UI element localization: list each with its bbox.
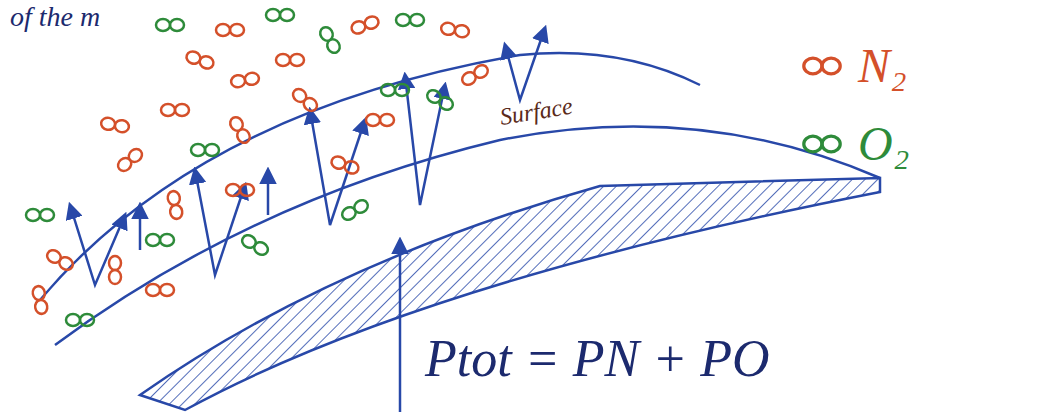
surface-band (140, 178, 880, 410)
legend-text: O₂ (858, 118, 909, 171)
legend-swatch (800, 129, 844, 159)
legend-text: N₂ (858, 40, 907, 93)
pressure-equation: Ptot = PN + PO (425, 330, 770, 387)
velocity-arrows (70, 28, 545, 285)
n2-molecules (32, 15, 490, 315)
pressure-arrow (399, 240, 402, 412)
heading-fragment: of the m (10, 2, 100, 33)
legend-swatch (800, 51, 844, 81)
surface-label: Surface (498, 93, 575, 131)
o2-molecules (26, 9, 455, 326)
layer-boundary (40, 53, 700, 300)
legend-entry: N₂ (800, 40, 907, 93)
legend-entry: O₂ (800, 118, 909, 171)
